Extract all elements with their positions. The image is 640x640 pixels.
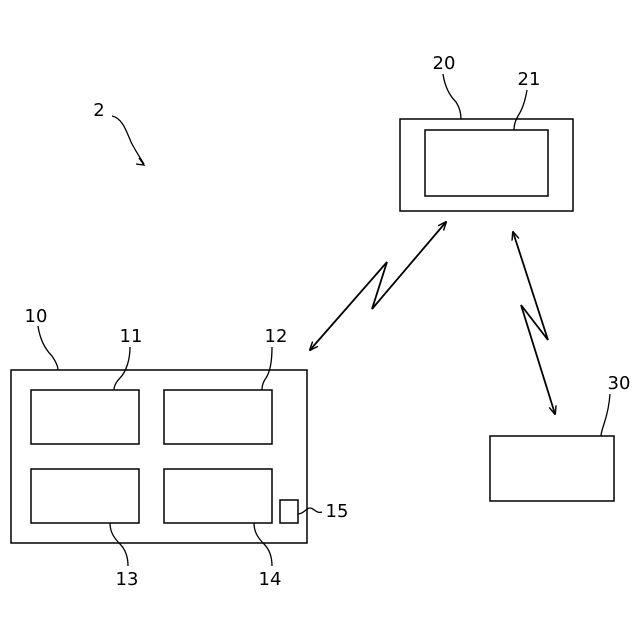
block-15-box xyxy=(280,500,298,523)
label-14: 14 xyxy=(259,569,282,590)
label-2: 2 xyxy=(93,100,104,121)
leader-2 xyxy=(112,116,144,164)
label-11: 11 xyxy=(120,326,143,347)
link-20-30-arrow xyxy=(513,232,555,414)
label-30: 30 xyxy=(608,373,631,394)
device-30-box xyxy=(490,436,614,501)
block-14-box xyxy=(164,469,272,523)
block-11-box xyxy=(31,390,139,444)
leader-10 xyxy=(38,326,58,370)
label-15: 15 xyxy=(326,501,349,522)
link-10-20-arrow xyxy=(310,222,446,350)
leader-20 xyxy=(443,74,461,119)
block-21-box xyxy=(425,130,548,196)
label-21: 21 xyxy=(518,69,541,90)
label-12: 12 xyxy=(265,326,288,347)
label-13: 13 xyxy=(116,569,139,590)
label-10: 10 xyxy=(25,306,48,327)
label-20: 20 xyxy=(433,53,456,74)
block-12-box xyxy=(164,390,272,444)
block-13-box xyxy=(31,469,139,523)
leader-30 xyxy=(601,394,610,436)
